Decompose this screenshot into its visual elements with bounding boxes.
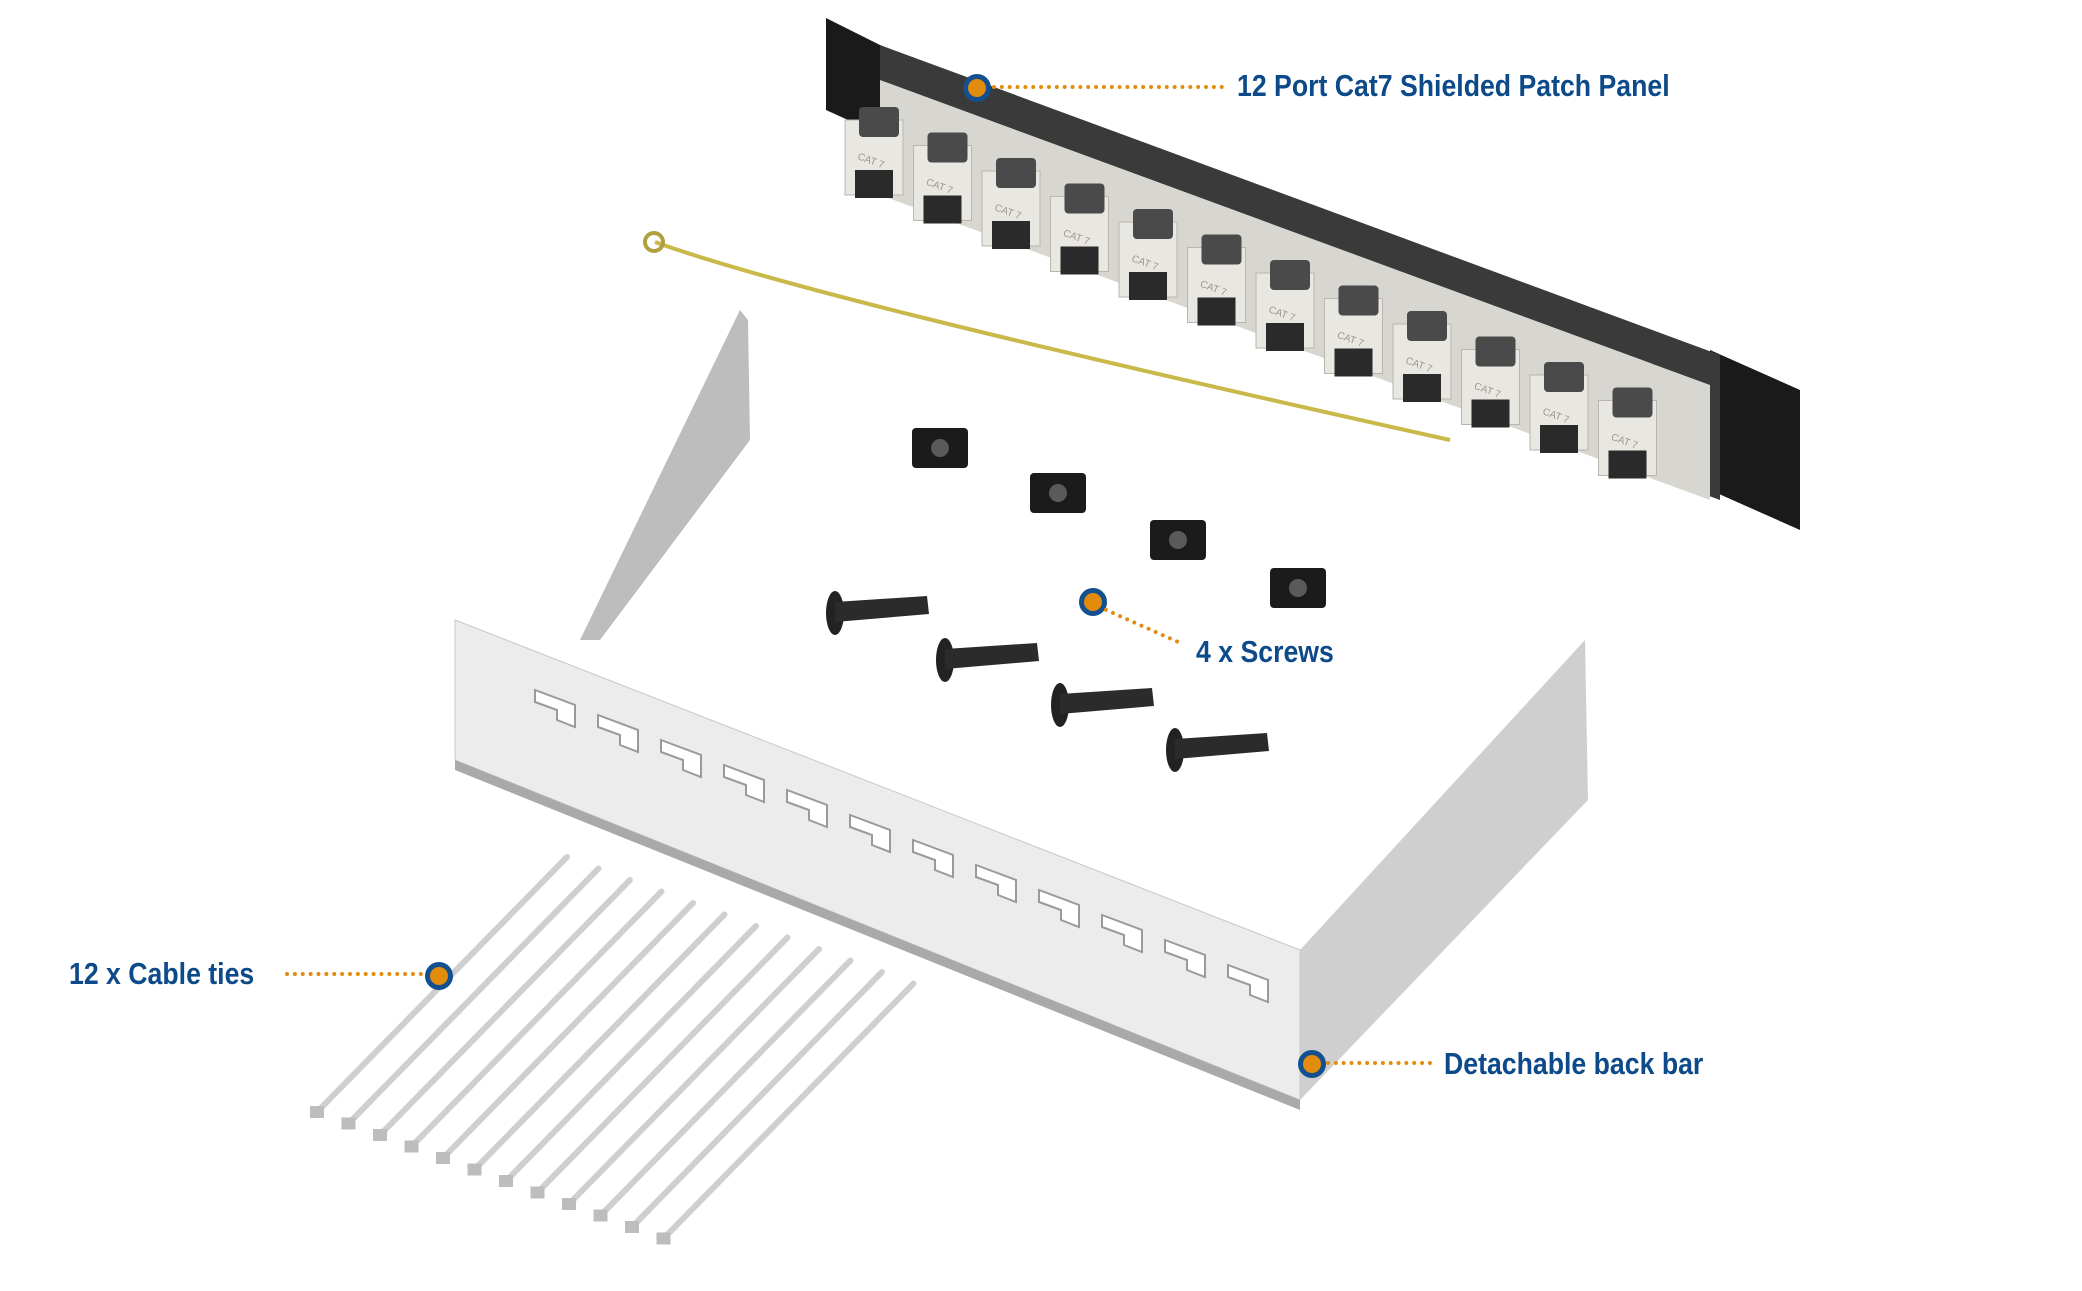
screws-label: 4 x Screws [1196,634,1334,669]
ground-wire-ring [643,231,665,253]
bar-slot [597,713,639,754]
keystone-port: CAT 7 [844,107,904,198]
bar-slot [1164,938,1206,979]
keystone-port: CAT 7 [1118,209,1178,300]
keystone-port: CAT 7 [1324,285,1383,377]
cable-tie [341,865,602,1130]
cage-nut [912,428,968,468]
bar-slot [1038,888,1080,929]
screw [936,638,1039,682]
screw [1051,683,1154,727]
patch-panel-marker [963,74,991,102]
cable-tie [656,980,917,1245]
back-bar-label: Detachable back bar [1444,1046,1704,1081]
keystone-port: CAT 7 [1255,260,1315,351]
bar-slot [1227,963,1269,1004]
keystone-port: CAT 7 [981,158,1041,249]
cage-nut [1270,568,1326,608]
cable-tie [436,900,696,1164]
patch-panel-leader [992,85,1224,89]
bar-slot [849,813,891,854]
cable-ties-marker [425,962,453,990]
bar-slot [975,863,1017,904]
screw [1166,728,1269,772]
cable-tie [404,888,665,1153]
bar-slot [534,688,576,729]
cable-ties-leader [285,972,423,976]
screws-marker [1079,588,1107,616]
ground-wire [654,240,1451,442]
back-bar-marker [1298,1050,1326,1078]
keystone-port: CAT 7 [913,132,972,224]
cable-tie [593,957,854,1222]
cable-tie [530,934,791,1199]
keystone-port: CAT 7 [1529,362,1589,453]
cage-nut [1030,473,1086,513]
cable-ties-label: 12 x Cable ties [69,956,255,991]
keystone-port: CAT 7 [1187,234,1246,326]
keystone-port: CAT 7 [1598,387,1657,479]
back-bar-bracket [454,310,1588,1110]
bar-slot [723,763,765,804]
bar-slot [786,788,828,829]
cage-nut [1150,520,1206,560]
cable-tie [467,911,728,1176]
cable-tie [562,946,822,1210]
cable-tie [499,923,759,1187]
cable-tie [373,877,633,1141]
bar-slot [912,838,954,879]
patch-panel-label: 12 Port Cat7 Shielded Patch Panel [1237,68,1670,103]
keystone-port: CAT 7 [1461,336,1520,428]
screw [826,591,929,635]
back-bar-leader [1326,1061,1432,1065]
keystone-port: CAT 7 [1392,311,1452,402]
keystone-port: CAT 7 [1050,183,1109,275]
bar-slot [660,738,702,779]
bar-slot [1101,913,1143,954]
cable-tie [625,969,885,1233]
